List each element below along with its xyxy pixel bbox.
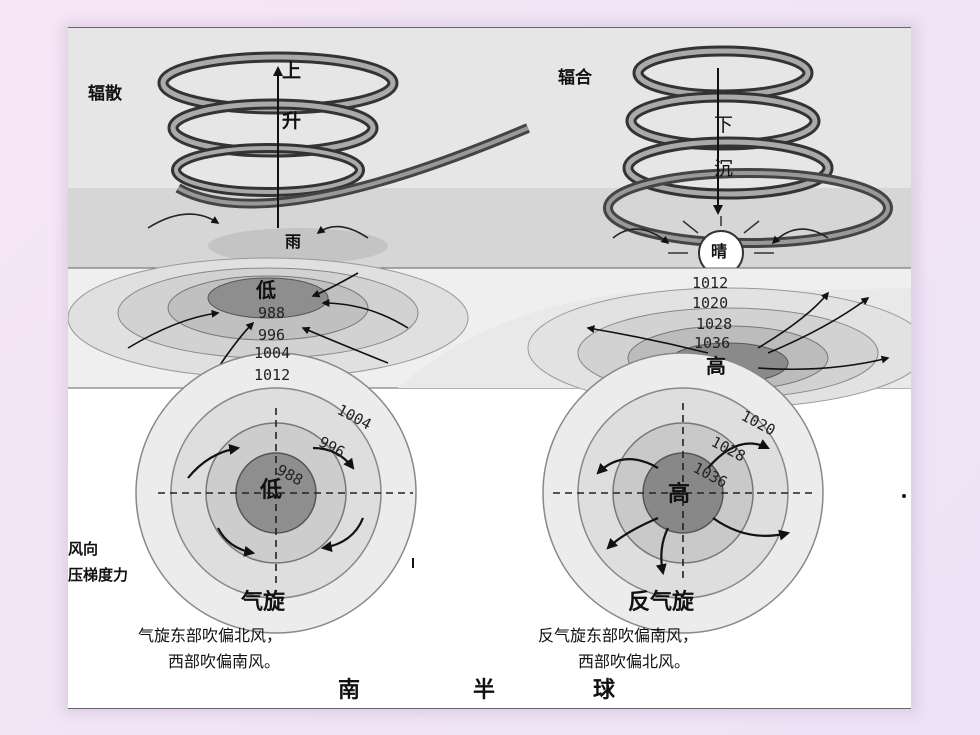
- cyclone-plan: [135, 352, 417, 634]
- footer-char-1: 南: [338, 678, 361, 703]
- footer-char-2: 半: [473, 678, 496, 703]
- divergence-label: 辐散: [88, 84, 122, 104]
- diagram-graphics: [68, 28, 911, 634]
- footer-char-3: 球: [593, 678, 616, 703]
- rising-spiral: [157, 51, 530, 264]
- low-pressure-field: [68, 257, 469, 379]
- anticyclone-caption: 反气旋: [628, 590, 695, 615]
- anticyclone-center: 高: [668, 482, 691, 507]
- rising-char-2: 升: [282, 110, 302, 132]
- cyclone-center: 低: [260, 478, 283, 503]
- anticyclone-desc-line1: 反气旋东部吹偏南风，: [538, 626, 699, 645]
- middle-high-isobar-1028: 1028: [696, 315, 733, 333]
- anticyclone-plan: [542, 352, 824, 634]
- legend-pressure-gradient: 压梯度力: [68, 566, 129, 584]
- middle-high-isobar-1020: 1020: [692, 294, 729, 312]
- sinking-char-2: 沉: [714, 158, 734, 180]
- cyclone-caption: 气旋: [241, 590, 286, 615]
- sunny-label: 晴: [711, 242, 728, 261]
- diagram-figure: 辐散 上 升 雨 辐合 下 沉 晴 低 988 996 1004 1012 10…: [68, 27, 911, 709]
- middle-low-isobar-1004: 1004: [254, 344, 291, 362]
- cyclone-desc-line1: 气旋东部吹偏北风，: [138, 626, 283, 645]
- legend-wind-direction: 风向: [68, 540, 99, 558]
- cyclone-desc-line2: 西部吹偏南风。: [168, 652, 281, 671]
- middle-high-isobar-1012: 1012: [692, 274, 729, 292]
- sinking-spiral: [603, 45, 893, 276]
- middle-high-isobar-1036: 1036: [694, 334, 731, 352]
- middle-high-center: 高: [706, 354, 726, 378]
- convergence-label: 辐合: [558, 68, 592, 88]
- rain-label: 雨: [285, 232, 302, 251]
- middle-low-center: 低: [256, 278, 276, 302]
- middle-low-isobar-996: 996: [258, 326, 286, 344]
- anticyclone-desc-line2: 西部吹偏北风。: [578, 652, 691, 671]
- rising-char-1: 上: [282, 60, 302, 82]
- middle-low-isobar-988: 988: [258, 304, 286, 322]
- sinking-char-1: 下: [714, 114, 734, 136]
- legend-lines: [412, 494, 906, 568]
- middle-low-isobar-1012: 1012: [254, 366, 291, 384]
